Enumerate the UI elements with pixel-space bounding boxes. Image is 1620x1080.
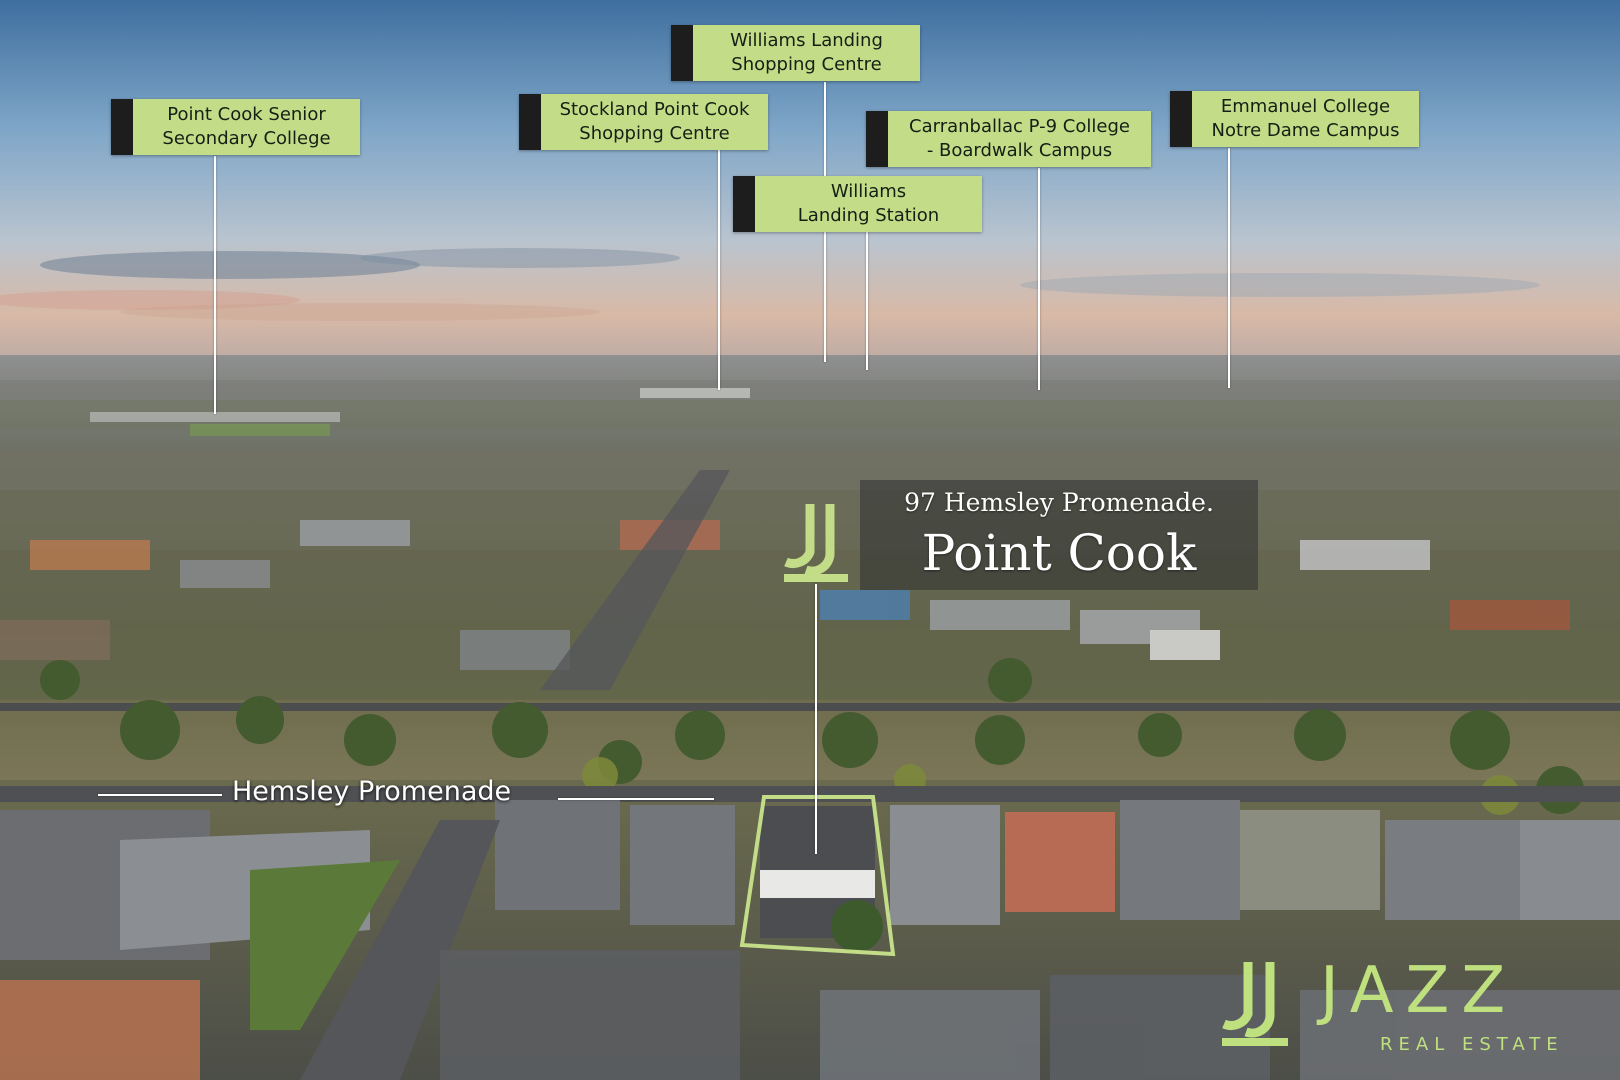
pin-line-emmanuel <box>1228 148 1230 388</box>
label-tab <box>733 176 755 232</box>
label-line-2: Landing Station <box>797 205 940 226</box>
label-tab <box>866 111 888 167</box>
label-stockland: Stockland Point Cook Shopping Centre <box>519 94 768 150</box>
label-line-1: Carranballac P-9 College <box>909 116 1130 137</box>
label-williams-landing-shopping: Williams Landing Shopping Centre <box>671 25 920 81</box>
street-label: Hemsley Promenade <box>232 776 512 807</box>
brand-name: JAZZ <box>1320 954 1518 1028</box>
label-line-2: Secondary College <box>162 128 331 149</box>
label-line-1: Emmanuel College <box>1220 96 1391 117</box>
label-line-2: Shopping Centre <box>731 54 882 75</box>
jazz-logo-mark <box>1222 962 1288 1046</box>
property-street: 97 Hemsley Promenade. <box>904 488 1214 517</box>
label-tab <box>111 99 133 155</box>
street-line-right <box>558 798 714 800</box>
pin-line-point-cook-senior <box>214 156 216 414</box>
pin-line-carranballac <box>1038 168 1040 390</box>
label-tab <box>1170 91 1192 147</box>
label-line-1: Stockland Point Cook <box>559 99 750 120</box>
street-line-left <box>98 794 222 796</box>
label-emmanuel: Emmanuel College Notre Dame Campus <box>1170 91 1419 147</box>
label-tab <box>671 25 693 81</box>
pin-line-property <box>815 584 817 854</box>
label-carranballac: Carranballac P-9 College - Boardwalk Cam… <box>866 111 1151 167</box>
label-tab <box>519 94 541 150</box>
brand-tagline: REAL ESTATE <box>1380 1034 1564 1055</box>
pin-line-williams-landing-station <box>866 232 868 370</box>
label-williams-landing-station: Williams Landing Station <box>733 176 982 232</box>
label-line-1: Point Cook Senior <box>167 104 326 125</box>
label-line-2: - Boardwalk Campus <box>926 140 1113 161</box>
label-line-2: Notre Dame Campus <box>1211 120 1400 141</box>
label-line-2: Shopping Centre <box>579 123 730 144</box>
label-line-1: Williams <box>830 181 907 202</box>
label-line-1: Williams Landing <box>730 30 883 51</box>
pin-line-stockland <box>718 150 720 390</box>
label-point-cook-senior: Point Cook Senior Secondary College <box>111 99 360 155</box>
address-box: 97 Hemsley Promenade. Point Cook <box>860 480 1258 590</box>
jj-logo-mark <box>784 504 848 582</box>
property-suburb: Point Cook <box>921 524 1197 582</box>
